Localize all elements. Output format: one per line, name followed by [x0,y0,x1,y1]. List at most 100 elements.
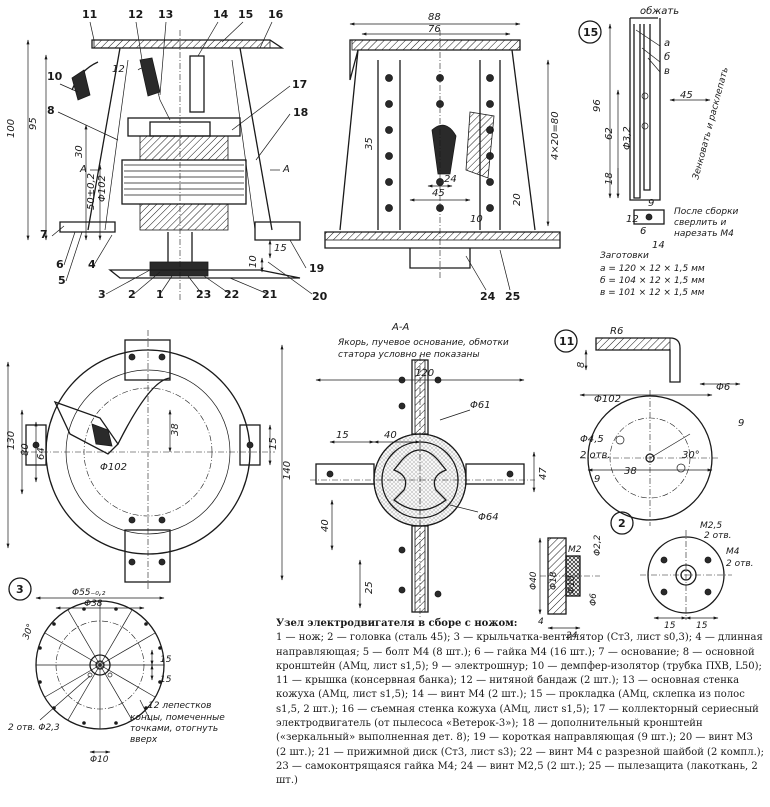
svg-text:24: 24 [480,290,496,303]
svg-text:21: 21 [262,288,277,301]
svg-text:18: 18 [293,106,308,119]
svg-text:Заготовки: Заготовки [600,251,649,261]
svg-text:45: 45 [432,188,445,199]
svg-text:40: 40 [384,430,397,441]
svg-text:8: 8 [47,104,55,117]
svg-text:50±0,2: 50±0,2 [86,173,97,210]
svg-text:4: 4 [88,258,96,271]
svg-text:9: 9 [648,198,654,209]
svg-text:120: 120 [415,368,434,379]
svg-text:88: 88 [428,12,441,23]
svg-text:16: 16 [268,8,284,21]
svg-text:4×20=80: 4×20=80 [550,111,561,160]
svg-text:15: 15 [238,8,253,21]
svg-text:23: 23 [196,288,211,301]
svg-text:A: A [282,164,290,175]
svg-text:130: 130 [6,431,17,450]
svg-text:35: 35 [364,137,375,150]
svg-text:12: 12 [112,64,125,75]
svg-text:25: 25 [364,581,375,594]
detail-2: 2 M2 M2,52 отв. M42 отв. Φ2,2 Φ40 Φ18 Φ1… [529,511,754,641]
svg-text:Φ6: Φ6 [589,593,599,606]
label-obzhat: обжать [640,5,679,17]
svg-text:б = 104 × 12 × 1,5 мм: б = 104 × 12 × 1,5 мм [600,276,705,286]
svg-text:14: 14 [213,8,229,21]
svg-text:38: 38 [624,466,637,477]
svg-text:Зенковать и расклепать: Зенковать и расклепать [691,66,731,181]
svg-text:15: 15 [583,26,598,39]
svg-text:Φ61: Φ61 [470,400,491,411]
svg-text:вверх: вверх [130,735,158,745]
svg-text:15: 15 [696,621,708,631]
svg-text:62: 62 [604,127,615,140]
svg-text:3: 3 [98,288,106,301]
svg-text:30°: 30° [682,450,700,461]
svg-text:140: 140 [282,461,293,480]
svg-text:а: а [664,38,670,49]
svg-text:15: 15 [274,243,287,254]
svg-text:96: 96 [592,99,603,112]
svg-text:25: 25 [505,290,520,303]
svg-text:24: 24 [566,631,578,641]
svg-text:8: 8 [576,362,587,368]
svg-text:б: б [664,51,670,63]
svg-text:80: 80 [20,443,31,456]
svg-text:15: 15 [160,655,172,665]
svg-text:6: 6 [56,258,64,271]
svg-text:15: 15 [268,437,279,450]
svg-text:19: 19 [309,262,324,275]
svg-text:11: 11 [559,335,574,348]
svg-text:17: 17 [292,78,307,91]
svg-text:концы, помеченные: концы, помеченные [130,713,225,723]
svg-text:точками, отогнуть: точками, отогнуть [130,724,218,734]
parts-legend: Узел электродвигателя в сборе с ножом: 1… [276,617,766,805]
svg-text:Φ102: Φ102 [97,175,108,202]
svg-text:3: 3 [16,583,24,596]
svg-text:4: 4 [538,617,544,627]
section-aa-title: А-А [391,322,409,333]
svg-text:в = 101 × 12 × 1,5 мм: в = 101 × 12 × 1,5 мм [600,288,705,298]
svg-text:9: 9 [738,418,744,429]
svg-text:22: 22 [224,288,239,301]
svg-text:Φ38: Φ38 [84,599,103,609]
svg-text:2 отв.: 2 отв. [726,559,754,569]
svg-text:30: 30 [74,145,85,158]
svg-text:а = 120 × 12 × 1,5 мм: а = 120 × 12 × 1,5 мм [600,264,705,274]
svg-text:12: 12 [128,8,143,21]
bottom-view: 130 80 64 38 Φ102 15 140 [6,330,293,590]
svg-text:Φ10: Φ10 [567,575,577,594]
svg-text:12 лепестков: 12 лепестков [148,701,211,711]
svg-text:15: 15 [664,621,676,631]
svg-text:Φ64: Φ64 [478,512,499,523]
svg-text:9: 9 [594,474,600,485]
svg-text:Φ55₋₀,₂: Φ55₋₀,₂ [72,588,106,598]
svg-text:1: 1 [156,288,164,301]
svg-text:38: 38 [170,423,181,436]
svg-text:A: A [79,164,87,175]
svg-text:30°: 30° [21,623,36,641]
svg-text:2 отв. Φ2,3: 2 отв. Φ2,3 [8,723,60,733]
section-aa: А-А Якорь, пучевое основание, обмотки ст… [310,322,549,618]
legend-body: 1 — нож; 2 — головка (сталь 45); 3 — кры… [276,632,765,787]
svg-text:95: 95 [28,117,39,130]
svg-text:12: 12 [626,214,639,225]
svg-text:20: 20 [512,193,523,206]
svg-text:2: 2 [128,288,136,301]
svg-text:2: 2 [618,517,626,530]
svg-text:Φ10: Φ10 [90,755,109,765]
svg-text:сверлить и: сверлить и [674,218,727,228]
svg-text:13: 13 [158,8,173,21]
svg-text:нарезать М4: нарезать М4 [674,229,734,239]
svg-text:5: 5 [58,274,66,287]
detail-15: 15 обжать 96 62 45 18 Φ3,2 912 614 абв З… [578,5,739,298]
svg-text:6: 6 [640,226,646,237]
svg-text:18: 18 [604,172,615,185]
svg-text:14: 14 [652,240,665,251]
svg-text:64: 64 [36,447,47,460]
svg-text:10: 10 [47,70,63,83]
badge-15 [578,20,602,44]
svg-text:Φ4,5: Φ4,5 [580,434,604,445]
svg-text:47: 47 [538,467,549,480]
